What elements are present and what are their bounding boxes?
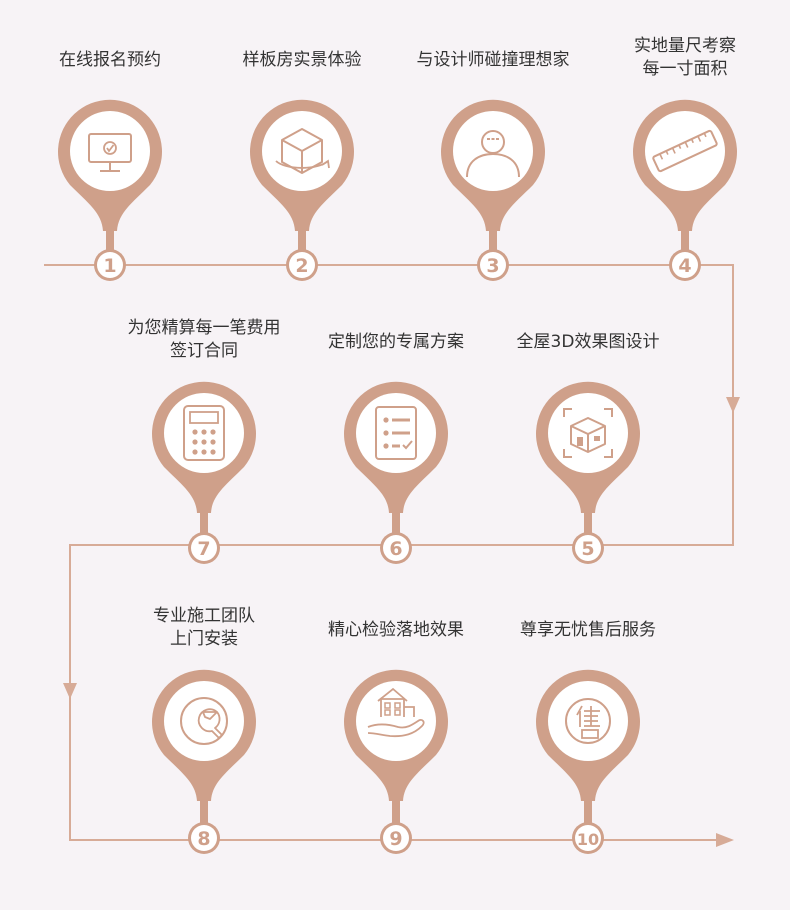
step-number: 6 (389, 538, 402, 560)
step-4-label: 实地量尺考察每一寸面积 (585, 35, 785, 81)
step-10-label: 尊享无忧售后服务 (488, 619, 688, 642)
step-4: 4 (633, 99, 738, 281)
step-label-line: 签订合同 (170, 341, 238, 361)
step-number: 3 (486, 255, 499, 277)
step-label-line: 每一寸面积 (642, 59, 728, 79)
step-number: 7 (197, 538, 210, 560)
step-5-label: 全屋3D效果图设计 (488, 331, 688, 354)
step-9-label: 精心检验落地效果 (296, 619, 496, 642)
step-number: 4 (678, 255, 691, 277)
step-1: 1 (57, 99, 162, 281)
step-label-line: 尊享无忧售后服务 (520, 620, 656, 640)
step-7-label: 为您精算每一笔费用签订合同 (104, 317, 304, 363)
step-label-line: 专业施工团队 (153, 606, 255, 626)
pin-inner-circle (164, 681, 244, 761)
step-number: 8 (197, 828, 210, 850)
step-6-label: 定制您的专属方案 (296, 331, 496, 354)
step-number: 5 (581, 538, 594, 560)
step-3: 3 (441, 99, 545, 281)
step-5: 5 (536, 381, 640, 564)
step-label-line: 精心检验落地效果 (328, 620, 464, 640)
step-8-label: 专业施工团队上门安装 (104, 605, 304, 651)
step-label-line: 实地量尺考察 (634, 36, 736, 56)
pin-inner-circle (453, 111, 533, 191)
step-number: 9 (389, 828, 402, 850)
step-label-line: 为您精算每一笔费用 (127, 318, 281, 338)
step-6: 6 (344, 381, 448, 564)
pin-inner-circle (645, 111, 725, 191)
step-number: 10 (577, 830, 599, 849)
step-number: 1 (103, 255, 116, 277)
flow-arrows (63, 397, 740, 847)
step-label-line: 样板房实景体验 (242, 50, 362, 70)
step-9: 9 (344, 669, 448, 854)
pin-inner-circle (356, 681, 436, 761)
step-number: 2 (295, 255, 308, 277)
step-8: 8 (152, 669, 257, 854)
step-label-line: 全屋3D效果图设计 (516, 332, 660, 352)
step-10: 10 (536, 669, 640, 854)
step-label-line: 上门安装 (170, 629, 238, 649)
step-2: 2 (250, 99, 354, 281)
step-1-label: 在线报名预约 (10, 49, 210, 72)
step-7: 7 (152, 381, 257, 564)
step-label-line: 与设计师碰撞理想家 (416, 50, 570, 70)
step-2-label: 样板房实景体验 (202, 49, 402, 72)
step-label-line: 定制您的专属方案 (328, 332, 464, 352)
step-3-label: 与设计师碰撞理想家 (393, 49, 593, 72)
step-label-line: 在线报名预约 (59, 50, 161, 70)
